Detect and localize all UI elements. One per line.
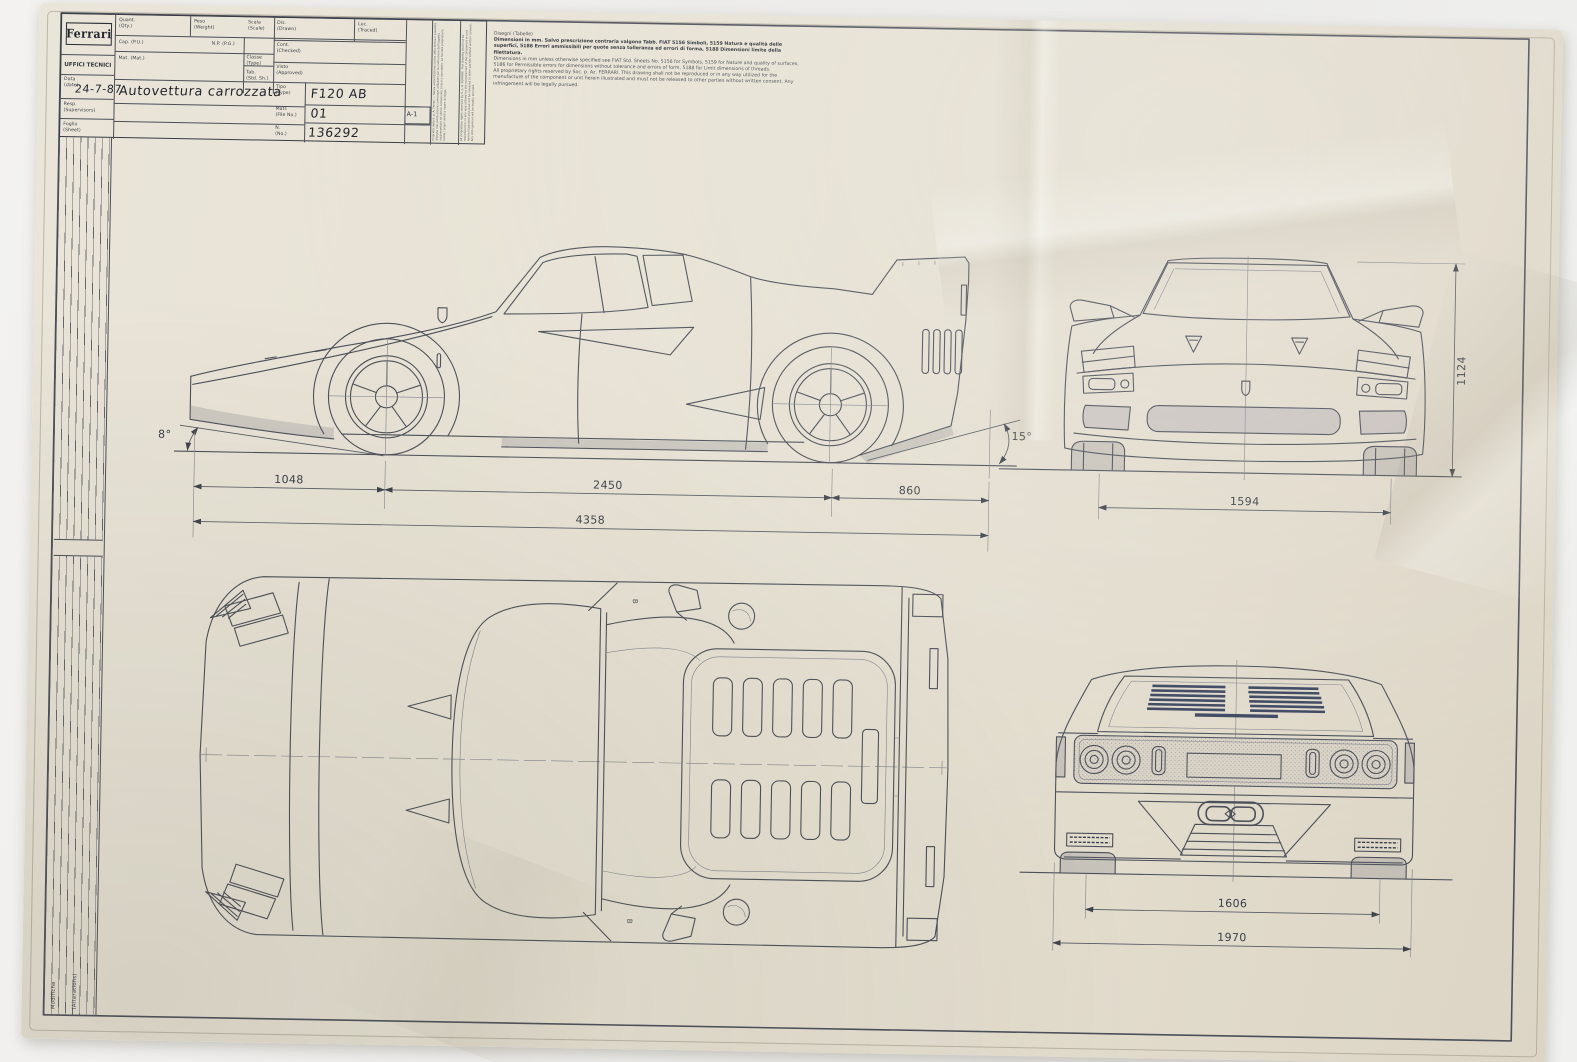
side-dimensions: 1048 2450 860 4358 [192, 431, 990, 552]
departure-angle-label: 15° [1011, 430, 1032, 443]
tail-lights [1079, 744, 1391, 780]
drawing-sheet: 8° 15° 1048 2450 8 [20, 2, 1577, 1062]
side-rear-wheel [771, 346, 889, 464]
top-section-label-lower: B [625, 919, 633, 924]
approach-angle-label: 8° [158, 428, 172, 441]
rear-window-louvres [1147, 684, 1326, 719]
front-track-dim: 1594 [1230, 495, 1260, 509]
overall-width-dim: 1970 [1217, 931, 1247, 945]
rear-bumper-label-left [1066, 832, 1114, 848]
side-front-wheel [327, 338, 446, 456]
drawing-linework: 8° 15° 1048 2450 8 [42, 12, 1530, 1042]
photo-lighting [20, 2, 1564, 1062]
side-view-drawing: 8° 15° 1048 2450 8 [158, 246, 1032, 552]
front-view-drawing: 1124 1594 [998, 256, 1469, 525]
front-dimensions: 1124 1594 [1097, 261, 1469, 525]
approach-angle-annotation: 8° [158, 424, 384, 457]
wheelbase-dim: 2450 [593, 479, 623, 493]
departure-angle-annotation: 15° [867, 409, 1032, 479]
rear-track-dim: 1606 [1218, 897, 1248, 911]
rear-view-drawing: 1606 1970 [1019, 660, 1453, 958]
rear-bumper-label-right [1353, 837, 1402, 853]
top-view-drawing: B B [199, 576, 949, 949]
overall-height-dim: 1124 [1455, 356, 1469, 386]
front-overhang-dim: 1048 [274, 473, 304, 487]
rear-overhang-dim: 860 [899, 484, 921, 497]
top-section-label-upper: B [631, 599, 639, 604]
overall-length-dim: 4358 [575, 513, 605, 527]
rear-dimensions: 1606 1970 [1052, 862, 1413, 958]
